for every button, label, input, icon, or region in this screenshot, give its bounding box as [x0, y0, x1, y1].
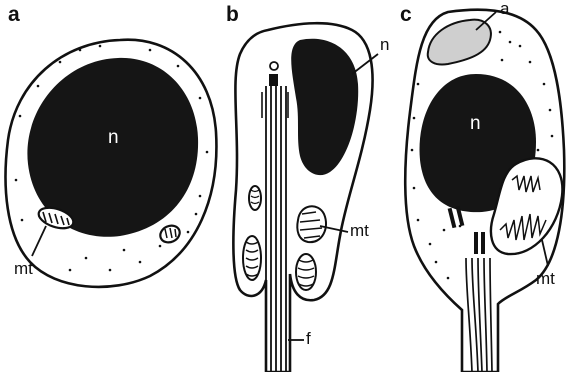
panel-b-mitochondrion-lower-right: [296, 254, 316, 290]
panel-b-mt-label: mt: [350, 222, 369, 239]
panel-b-mitochondrion-upper-left: [249, 186, 261, 210]
panel-c-letter: c: [400, 4, 412, 25]
panel-c-nucleus-label: n: [470, 114, 481, 133]
panel-a-nucleus-label: n: [108, 128, 119, 147]
panel-b-mitochondrion-upper-right: [297, 206, 326, 242]
panel-b-mitochondrion-lower-left: [243, 236, 261, 280]
panel-a-letter: a: [8, 4, 20, 25]
panel-b-cell: [233, 23, 378, 372]
panel-a-mt-label: mt: [14, 260, 33, 277]
panel-c-a-label: a: [500, 0, 509, 17]
panel-b-n-label: n: [380, 36, 389, 53]
panel-b-f-label: f: [306, 330, 311, 347]
panel-b-letter: b: [226, 4, 239, 25]
panel-a-cell: [6, 40, 217, 287]
panel-c-cell: [405, 10, 564, 372]
panel-b-centriole-dot: [270, 62, 278, 70]
panel-b-basal-body: [269, 74, 278, 86]
panel-c-mt-label: mt: [536, 270, 555, 287]
